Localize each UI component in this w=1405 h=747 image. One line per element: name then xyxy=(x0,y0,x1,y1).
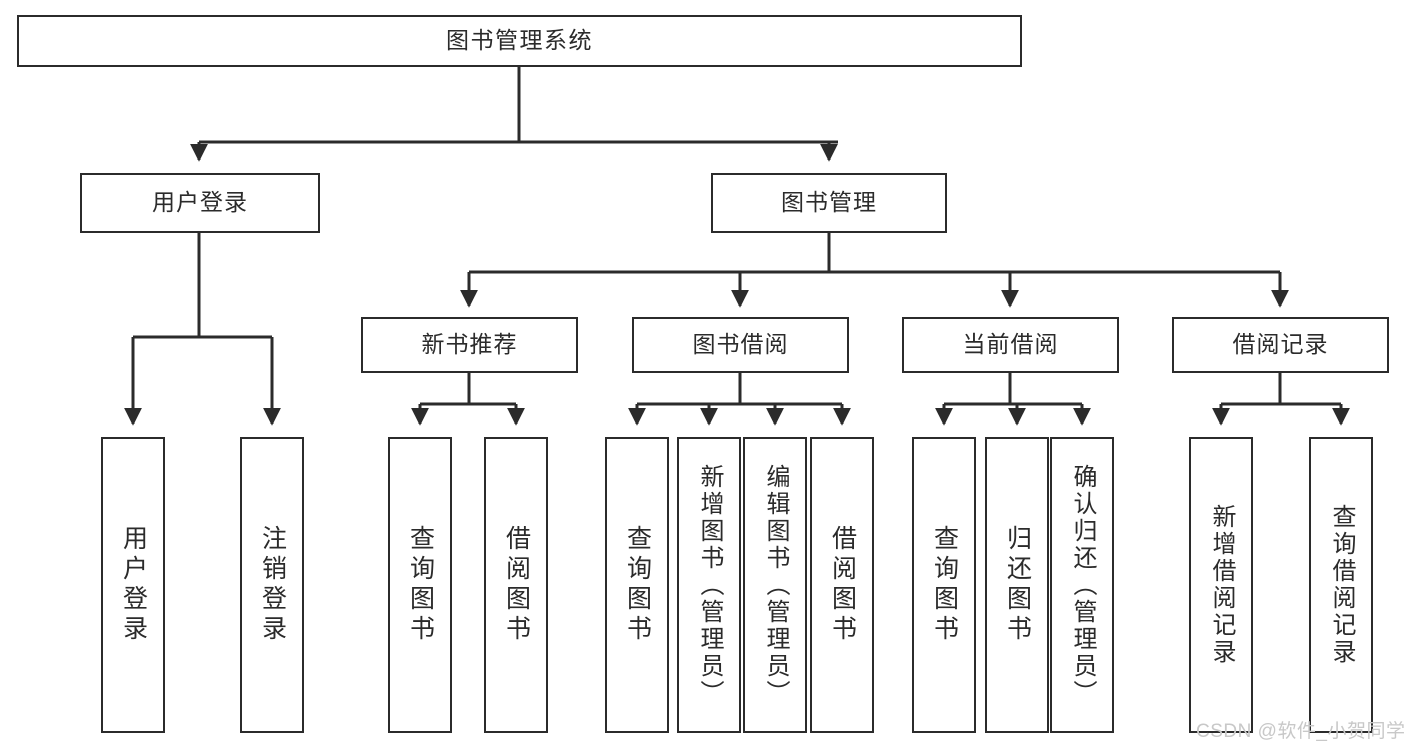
node-leaf-confirm-return[interactable]: 确认归还（管理员） xyxy=(1050,437,1114,733)
node-root-label: 图书管理系统 xyxy=(446,27,593,54)
node-borrow-record[interactable]: 借阅记录 xyxy=(1172,317,1389,373)
csdn-watermark: CSDN @软件_小贺同学 xyxy=(1196,721,1405,742)
node-leaf-user-login-label: 用户登录 xyxy=(119,525,148,645)
node-leaf-edit-book[interactable]: 编辑图书（管理员） xyxy=(743,437,807,733)
node-leaf-borrow-book-2[interactable]: 借阅图书 xyxy=(810,437,874,733)
node-leaf-user-login[interactable]: 用户登录 xyxy=(101,437,165,733)
node-leaf-borrow-book-1[interactable]: 借阅图书 xyxy=(484,437,548,733)
node-leaf-borrow-book-1-label: 借阅图书 xyxy=(502,525,531,645)
node-leaf-query-book-3-label: 查询图书 xyxy=(930,525,959,645)
node-leaf-logout[interactable]: 注销登录 xyxy=(240,437,304,733)
node-user-login-label: 用户登录 xyxy=(152,189,248,216)
node-current-borrow-label: 当前借阅 xyxy=(962,331,1059,358)
node-leaf-query-book-3[interactable]: 查询图书 xyxy=(912,437,976,733)
node-borrow-record-label: 借阅记录 xyxy=(1232,331,1329,358)
node-leaf-logout-label: 注销登录 xyxy=(258,525,287,645)
node-root[interactable]: 图书管理系统 xyxy=(17,15,1022,67)
node-leaf-add-record[interactable]: 新增借阅记录 xyxy=(1189,437,1253,733)
node-leaf-query-record-label: 查询借阅记录 xyxy=(1328,504,1355,666)
node-new-book-recommend[interactable]: 新书推荐 xyxy=(361,317,578,373)
node-new-book-recommend-label: 新书推荐 xyxy=(421,331,518,358)
node-leaf-return-book-label: 归还图书 xyxy=(1003,525,1032,645)
node-leaf-query-record[interactable]: 查询借阅记录 xyxy=(1309,437,1373,733)
node-leaf-add-book-label: 新增图书（管理员） xyxy=(696,463,723,707)
node-user-login[interactable]: 用户登录 xyxy=(80,173,320,233)
node-leaf-add-book[interactable]: 新增图书（管理员） xyxy=(677,437,741,733)
node-leaf-return-book[interactable]: 归还图书 xyxy=(985,437,1049,733)
node-book-manage[interactable]: 图书管理 xyxy=(711,173,947,233)
node-leaf-query-book-1-label: 查询图书 xyxy=(406,525,435,645)
node-leaf-confirm-return-label: 确认归还（管理员） xyxy=(1069,463,1096,707)
node-book-manage-label: 图书管理 xyxy=(781,189,877,216)
node-leaf-borrow-book-2-label: 借阅图书 xyxy=(828,525,857,645)
node-leaf-query-book-2[interactable]: 查询图书 xyxy=(605,437,669,733)
node-leaf-edit-book-label: 编辑图书（管理员） xyxy=(762,463,789,707)
node-leaf-query-book-2-label: 查询图书 xyxy=(623,525,652,645)
node-leaf-query-book-1[interactable]: 查询图书 xyxy=(388,437,452,733)
node-book-borrow[interactable]: 图书借阅 xyxy=(632,317,849,373)
node-leaf-add-record-label: 新增借阅记录 xyxy=(1208,504,1235,666)
node-current-borrow[interactable]: 当前借阅 xyxy=(902,317,1119,373)
node-book-borrow-label: 图书借阅 xyxy=(692,331,789,358)
